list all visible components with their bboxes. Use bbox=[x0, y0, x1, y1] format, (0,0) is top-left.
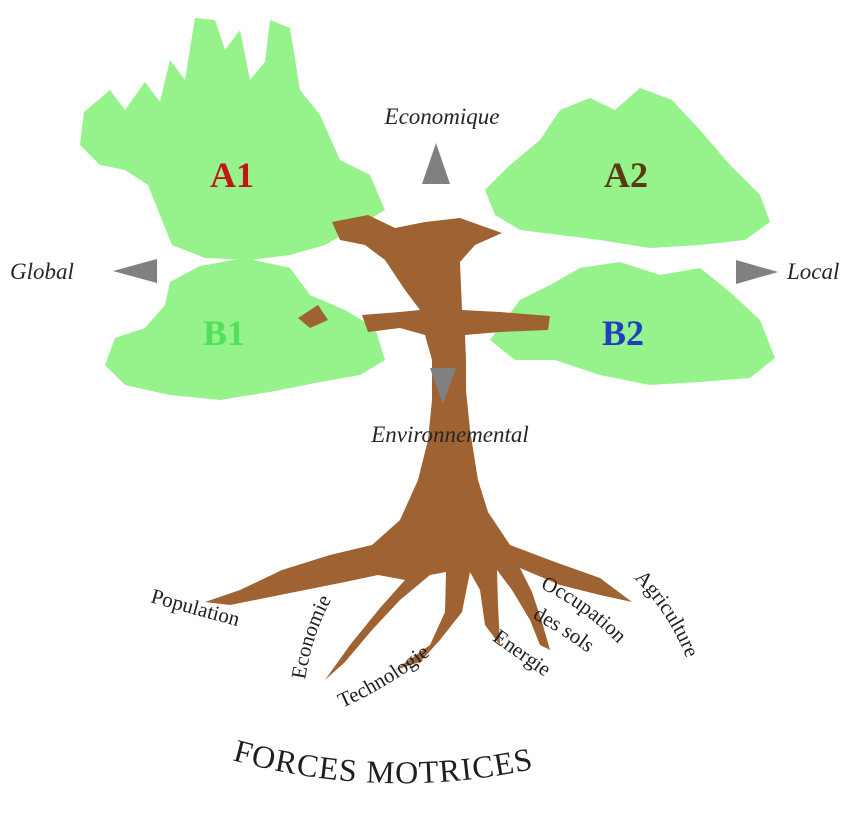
axis-label-bottom: Environnemental bbox=[370, 422, 529, 447]
footer-title: FORCES MOTRICES bbox=[230, 732, 536, 790]
axis-label-top: Economique bbox=[384, 104, 500, 129]
axis-label-right: Local bbox=[786, 259, 839, 284]
scenario-label-b1: B1 bbox=[203, 313, 245, 353]
root-label-population-path: Population bbox=[148, 584, 242, 631]
arrow-left-icon bbox=[113, 259, 157, 283]
root-label-energie: Energie bbox=[489, 624, 556, 681]
root-label-agriculture-path: Agriculture bbox=[630, 565, 704, 660]
scenario-label-a2: A2 bbox=[604, 155, 648, 195]
root-label-energie-path: Energie bbox=[489, 624, 556, 681]
root-label-economie: Economie bbox=[286, 591, 336, 681]
scenario-label-b2: B2 bbox=[602, 313, 644, 353]
footer-title-path: FORCES MOTRICES bbox=[230, 732, 536, 790]
arrow-up-icon bbox=[422, 143, 450, 184]
scenario-label-a1: A1 bbox=[210, 155, 254, 195]
axis-label-left: Global bbox=[10, 259, 74, 284]
root-label-agriculture: Agriculture bbox=[630, 565, 704, 660]
arrow-right-icon bbox=[736, 260, 778, 284]
root-label-economie-path: Economie bbox=[286, 591, 336, 681]
root-label-population: Population bbox=[148, 584, 242, 631]
